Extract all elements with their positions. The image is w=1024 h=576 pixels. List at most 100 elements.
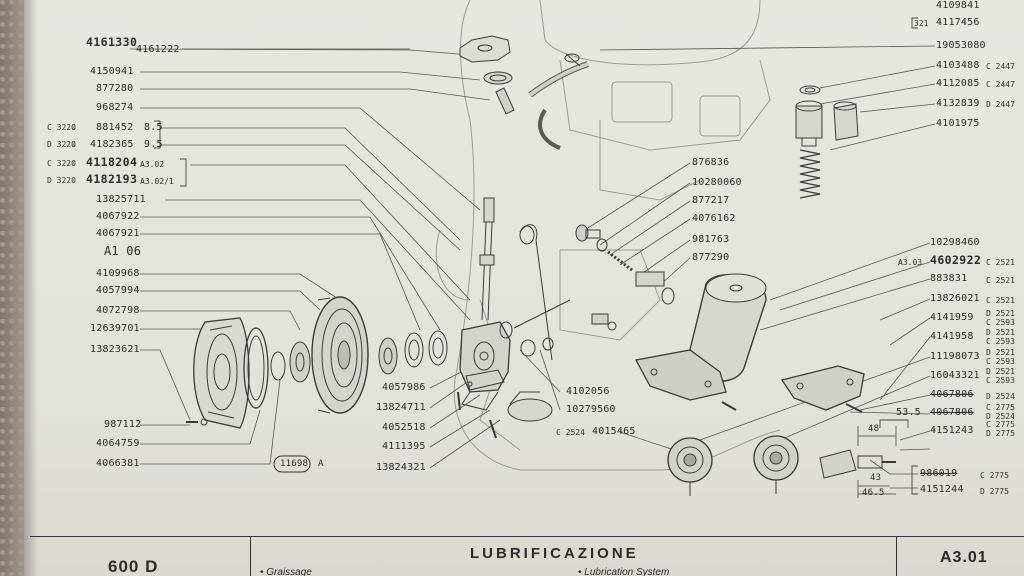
ref-4602922: A3.03 [898,258,923,267]
label-4103488: 4103488 [936,60,980,71]
code-881452: C 3220 [47,123,76,132]
filter-bracket [635,349,737,411]
label-11198073: 11198073 [930,351,980,362]
label-877217: 877217 [692,195,730,206]
code-16043321-a: D 2521 [986,367,1015,376]
label-4067921: 4067921 [96,228,140,239]
code-4182193: D 3220 [47,176,76,185]
oil-pump-body [459,321,511,411]
dim-46-5: 46.5 [862,488,885,498]
code-4182365: D 3220 [47,140,76,149]
code-4112085: C 2447 [986,80,1015,89]
label-876836: 876836 [692,157,730,168]
qty-4117456: 321 [914,19,929,28]
label-883831: 883831 [930,273,968,284]
label-4067806-b: 4067806 [930,407,974,418]
oil-pump-gear [378,337,398,375]
figure-reference-suffix: A [318,459,324,469]
label-4057994: 4057994 [96,285,140,296]
crankshaft-pulley [311,296,369,414]
code-4141959-a: D 2521 [986,309,1015,318]
code-4015465: C 2524 [556,428,585,437]
pump-bolts [457,391,497,439]
label-4602922: 4602922 [930,253,982,267]
figure-reference-capsule [273,455,311,473]
code-11198073-a: D 2521 [986,348,1015,357]
label-4076162: 4076162 [692,213,736,224]
label-4132839: 4132839 [936,98,980,109]
label-10280060: 10280060 [692,177,742,188]
breather-hose [528,61,589,150]
cap-seal-ring [483,71,513,85]
model-name: 600 D [108,557,159,576]
support-bracket [780,365,865,413]
label-4150941: 4150941 [90,66,134,77]
oil-filler-cap [459,35,511,63]
dim-48: 48 [868,424,880,434]
label-4015465: 4015465 [592,426,636,437]
oil-strainer [507,391,553,422]
label-19053080: 19053080 [936,40,986,51]
code-4602922: C 2521 [986,258,1015,267]
label-12639701: 12639701 [90,323,140,334]
label-4057986: 4057986 [382,382,426,393]
dim-43: 43 [870,473,882,483]
oil-pressure-sender-a [667,437,713,496]
pump-fittings [499,299,571,357]
code-4141958-a: D 2521 [986,328,1015,337]
label-4161330: 4161330 [86,35,138,49]
code-4151244: D 2775 [980,487,1009,496]
label-13826021: 13826021 [930,293,980,304]
group-brackets [154,17,918,495]
code-4067806-a: D 2524 [986,392,1015,401]
label-4141959: 4141959 [930,312,974,323]
label-4151244: 4151244 [920,484,964,495]
label-4141958: 4141958 [930,331,974,342]
label-4064759: 4064759 [96,438,140,449]
dim-4182365: 9.5 [144,139,163,150]
label-4182365: 4182365 [90,139,134,150]
code-13826021: C 2521 [986,296,1015,305]
figure-reference: 11698 [280,459,309,469]
label-4109968: 4109968 [96,268,140,279]
label-13824711: 13824711 [376,402,426,413]
label-16043321: 16043321 [930,370,980,381]
code-4151243-a: C 2775 [986,420,1015,429]
label-4112085: 4112085 [936,78,980,89]
label-968274: 968274 [96,102,134,113]
relief-valve-spring [799,149,821,199]
label-10279560: 10279560 [566,404,616,415]
code-11198073-b: C 2593 [986,357,1015,366]
code-4118204: C 3220 [47,159,76,168]
cover-seal [270,341,311,383]
label-4109841: 4109841 [936,0,980,11]
code-4067806-b-b: D 2524 [986,412,1015,421]
label-4117456: 4117456 [936,17,980,28]
desk-surface [0,0,24,576]
page-shadow [24,0,38,576]
section-title: LUBRIFICAZIONE [470,545,639,562]
label-4101975: 4101975 [936,118,980,129]
pump-gasket [465,369,505,391]
title-divider-left [250,537,252,576]
relief-valve-plug [795,100,823,147]
code-986019: C 2775 [980,471,1009,480]
label-4161222: 4161222 [136,44,180,55]
code-4141959-b: C 2593 [986,318,1015,327]
pressure-valve-assembly [575,224,675,305]
relief-valve-piston [833,101,859,141]
page-code: A3.01 [940,549,988,566]
leader-lines [129,45,936,489]
label-4066381: 4066381 [96,458,140,469]
label-4118204: 4118204 [86,155,138,169]
dim-4067806-b: 53.5 [896,407,921,418]
timing-cover [193,317,250,429]
label-881452: 881452 [96,122,134,133]
code-4151243-b: D 2775 [986,429,1015,438]
title-block: 600 D LUBRIFICAZIONE A3.01 • Graissage •… [30,536,1024,576]
label-4151243: 4151243 [930,425,974,436]
hose-clamp [564,53,581,67]
pressure-switch [819,426,897,498]
label-4182193: 4182193 [86,172,138,186]
